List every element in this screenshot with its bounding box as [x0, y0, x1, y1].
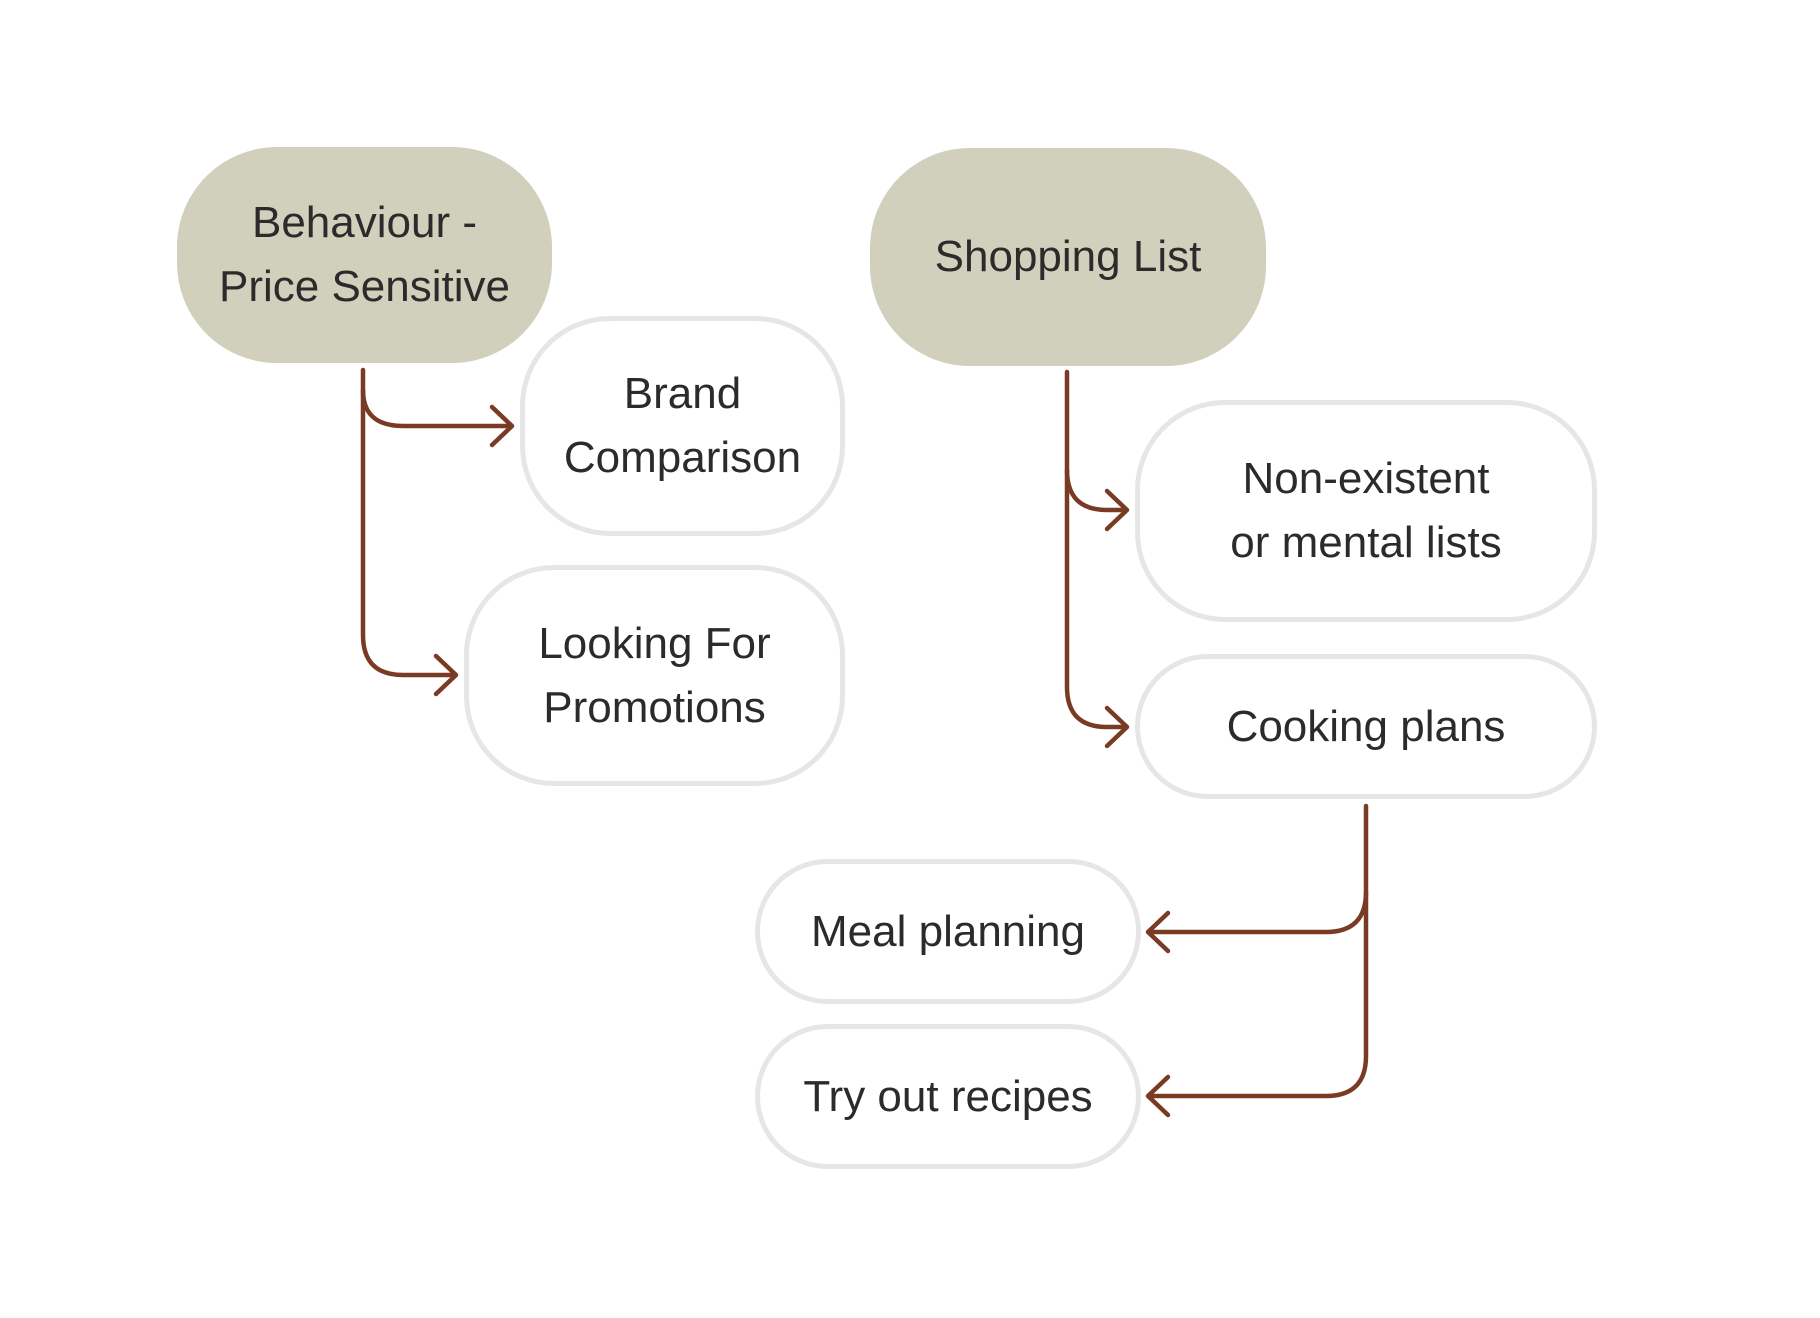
- edge-cooking-plans-to-try-out-recipes: [1148, 889, 1369, 1099]
- node-try-out-recipes: Try out recipes: [755, 1024, 1141, 1169]
- node-label-line: Looking For: [538, 618, 771, 668]
- node-meal-planning: Meal planning: [755, 859, 1141, 1004]
- arrowhead-meal-planning: [1145, 910, 1171, 954]
- node-brand-comparison: Brand Comparison: [520, 316, 845, 536]
- edge-behaviour-to-looking-for-promotions: [360, 387, 456, 678]
- arrowhead-try-out-recipes: [1145, 1074, 1171, 1118]
- edge-cooking-plans-to-meal-planning: [1148, 803, 1369, 935]
- node-non-existent-or-mental-lists: Non-existent or mental lists: [1135, 400, 1597, 622]
- node-label-line: Price Sensitive: [218, 262, 510, 311]
- node-behaviour-price-sensitive: Behaviour - Price Sensitive: [177, 147, 552, 363]
- node-cooking-plans: Cooking plans: [1135, 654, 1597, 799]
- arrowhead-brand-comparison: [489, 404, 515, 448]
- node-shopping-list: Shopping List: [870, 148, 1266, 366]
- node-label: Meal planning: [811, 906, 1085, 956]
- node-label-line: Behaviour -: [251, 198, 477, 247]
- arrowhead-non-existent: [1104, 488, 1130, 532]
- node-label: Cooking plans: [1226, 701, 1506, 751]
- node-label-line: Comparison: [563, 433, 802, 482]
- edge-behaviour-to-brand-comparison: [360, 367, 513, 429]
- node-label: Shopping List: [934, 232, 1202, 281]
- edge-shopping-list-to-cooking-plans: [1064, 467, 1127, 730]
- node-label-line: or mental lists: [1230, 518, 1502, 567]
- node-label-line: Promotions: [543, 682, 766, 732]
- node-looking-for-promotions: Looking For Promotions: [464, 565, 845, 786]
- node-label-line: Brand: [623, 369, 742, 418]
- arrowhead-looking-for-promotions: [433, 653, 459, 697]
- node-label-line: Non-existent: [1242, 454, 1490, 503]
- node-label: Try out recipes: [803, 1071, 1093, 1121]
- arrowhead-cooking-plans: [1104, 705, 1130, 749]
- edge-shopping-list-to-non-existent: [1064, 369, 1127, 513]
